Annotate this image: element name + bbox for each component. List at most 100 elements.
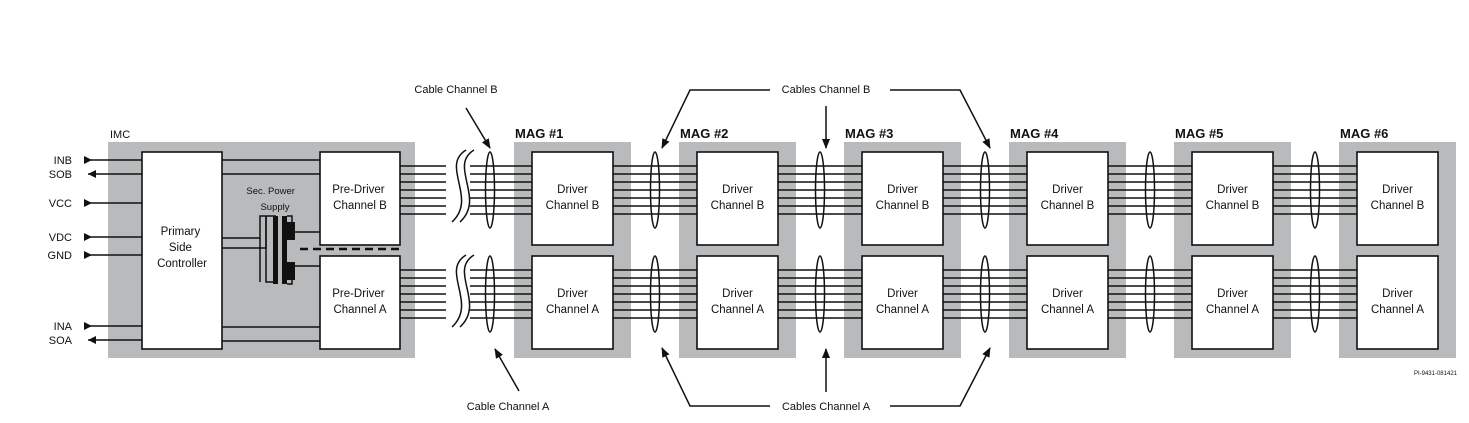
driver-channel-b [696, 151, 779, 246]
driver-a-line-2: Channel A [1041, 304, 1094, 316]
driver-channel-a [696, 255, 779, 350]
driver-channel-a [1356, 255, 1439, 350]
predriver-channel-b [319, 151, 401, 246]
figure-id: PI-9431-081421 [1414, 371, 1458, 377]
cable-bundles [484, 151, 1321, 333]
driver-channel-a [861, 255, 944, 350]
predriver-a-line-2: Channel A [333, 304, 386, 316]
cable-bundle-a [484, 255, 496, 333]
driver-a-line-1: Driver [722, 288, 753, 300]
driver-b-line-1: Driver [557, 184, 588, 196]
cables-channel-a-label: Cables Channel A [782, 401, 871, 413]
controller-label-line-2: Side [169, 242, 192, 254]
cable-bundle-b [484, 151, 496, 229]
driver-channel-a [531, 255, 614, 350]
controller-label-line-3: Controller [157, 258, 207, 270]
driver-channel-b [1356, 151, 1439, 246]
predriver-a-line-1: Pre-Driver [332, 288, 385, 300]
cable-bundle-a [649, 255, 661, 333]
signal-inb: INB [54, 155, 72, 167]
mag-title: MAG #1 [515, 126, 563, 141]
bus-wires [400, 165, 1357, 319]
driver-channel-b [1026, 151, 1109, 246]
signal-vcc: VCC [49, 198, 72, 210]
cables-channel-b-label: Cables Channel B [782, 84, 871, 96]
driver-channel-b [861, 151, 944, 246]
signal-sob: SOB [49, 169, 72, 181]
transformer-core-left [273, 216, 278, 284]
driver-a-line-1: Driver [1382, 288, 1413, 300]
driver-a-line-2: Channel A [711, 304, 764, 316]
cable-bundle-a [1144, 255, 1156, 333]
controller-label-line-1: Primary [161, 226, 201, 238]
driver-b-line-2: Channel B [1371, 200, 1425, 212]
driver-a-line-2: Channel A [1371, 304, 1424, 316]
cable-channel-b-label: Cable Channel B [414, 84, 497, 96]
mag-title: MAG #6 [1340, 126, 1388, 141]
signal-vdc: VDC [49, 232, 72, 244]
cable-bundle-b [649, 151, 661, 229]
predriver-channel-a [319, 255, 401, 350]
callout-cable-channel-b: Cable Channel B [414, 84, 498, 149]
driver-b-line-2: Channel B [546, 200, 600, 212]
driver-a-line-1: Driver [1052, 288, 1083, 300]
cable-bundle-b [979, 151, 991, 229]
imc-title: IMC [110, 129, 130, 141]
mag-title: MAG #2 [680, 126, 728, 141]
driver-a-line-2: Channel A [1206, 304, 1259, 316]
sec-power-supply: Sec. Power Supply [222, 186, 402, 285]
driver-b-line-2: Channel B [1041, 200, 1095, 212]
mag-title: MAG #3 [845, 126, 893, 141]
mag-title: MAG #5 [1175, 126, 1223, 141]
power-supply-line-2: Supply [260, 202, 289, 213]
transformer-core-right [282, 216, 287, 284]
driver-b-line-1: Driver [887, 184, 918, 196]
controller-links [222, 159, 320, 342]
driver-channel-b [531, 151, 614, 246]
cable-bundle-a [1309, 255, 1321, 333]
cable-bundle-a [979, 255, 991, 333]
driver-a-line-1: Driver [557, 288, 588, 300]
controller-label: Primary Side Controller [157, 226, 207, 270]
driver-channel-a [1026, 255, 1109, 350]
driver-b-line-1: Driver [1217, 184, 1248, 196]
callout-cable-channel-a: Cable Channel A [467, 348, 550, 413]
driver-b-line-1: Driver [1382, 184, 1413, 196]
signal-soa: SOA [49, 335, 73, 347]
predriver-b-line-2: Channel B [333, 200, 387, 212]
driver-channel-b [1191, 151, 1274, 246]
signal-ina: INA [54, 321, 73, 333]
callout-cables-channel-b: Cables Channel B [661, 84, 991, 149]
cable-bundle-a [814, 255, 826, 333]
driver-a-line-1: Driver [887, 288, 918, 300]
cable-channel-a-label: Cable Channel A [467, 401, 550, 413]
signal-pins: INB SOB VCC VDC GND INA SOA [48, 155, 142, 347]
driver-channel-a [1191, 255, 1274, 350]
callout-cables-channel-a: Cables Channel A [661, 347, 991, 413]
driver-b-line-2: Channel B [1206, 200, 1260, 212]
power-supply-label: Sec. Power Supply [246, 186, 297, 213]
cable-break-symbol-a [446, 254, 475, 328]
driver-a-line-2: Channel A [546, 304, 599, 316]
primary-side-controller [141, 151, 223, 350]
